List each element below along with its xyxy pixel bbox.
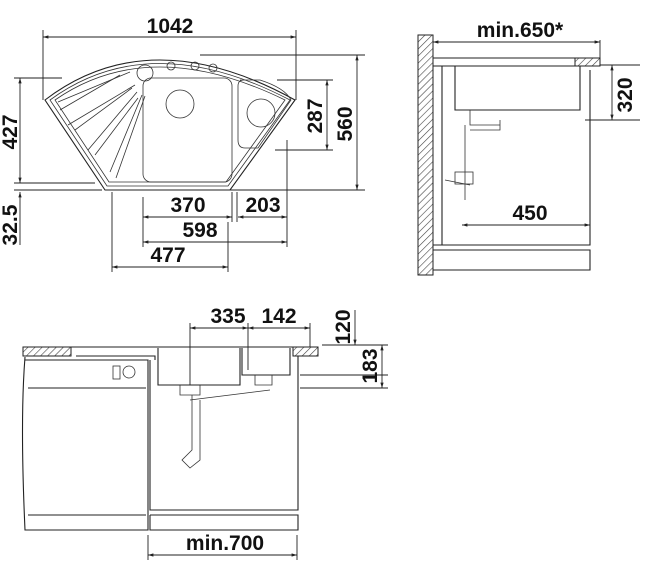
tap-hole	[190, 61, 200, 71]
dim-32-5: 32.5	[0, 204, 22, 245]
dim-335: 335	[210, 305, 245, 328]
secondary-drain	[246, 98, 276, 128]
wall	[417, 34, 434, 276]
dim-min-700: min.700	[186, 532, 264, 555]
main-bowl	[142, 77, 233, 183]
dim-598: 598	[182, 219, 217, 242]
front-view: 335 142 120 183 min.700	[21, 305, 388, 560]
dim-320: 320	[614, 77, 637, 112]
dim-183: 183	[359, 348, 382, 383]
dim-1042: 1042	[147, 15, 194, 38]
bowls-front	[157, 348, 291, 386]
sink-outline	[44, 59, 296, 191]
trap	[454, 171, 474, 185]
tap-hole	[208, 63, 218, 73]
dishwasher	[21, 356, 149, 531]
dishwasher-knob	[122, 365, 136, 379]
dim-142: 142	[261, 305, 296, 328]
secondary-bowl	[237, 79, 292, 149]
dim-450: 450	[512, 202, 547, 225]
dim-477: 477	[150, 244, 185, 267]
dim-203: 203	[245, 194, 280, 217]
dishwasher-button	[112, 365, 121, 380]
dim-370: 370	[170, 194, 205, 217]
dim-560: 560	[334, 106, 357, 141]
main-drain	[165, 89, 195, 119]
bowl-section	[454, 66, 581, 111]
top-view: 1042 427 32.5 287 560 370 203 598 477	[0, 15, 365, 272]
side-view: min.650* 320 450	[417, 19, 640, 276]
tap-hole	[166, 61, 176, 71]
dim-287: 287	[304, 98, 327, 133]
dim-120: 120	[332, 309, 355, 344]
dim-min-650: min.650*	[477, 19, 564, 42]
drainboard-grooves	[57, 64, 154, 179]
dim-427: 427	[0, 114, 22, 149]
